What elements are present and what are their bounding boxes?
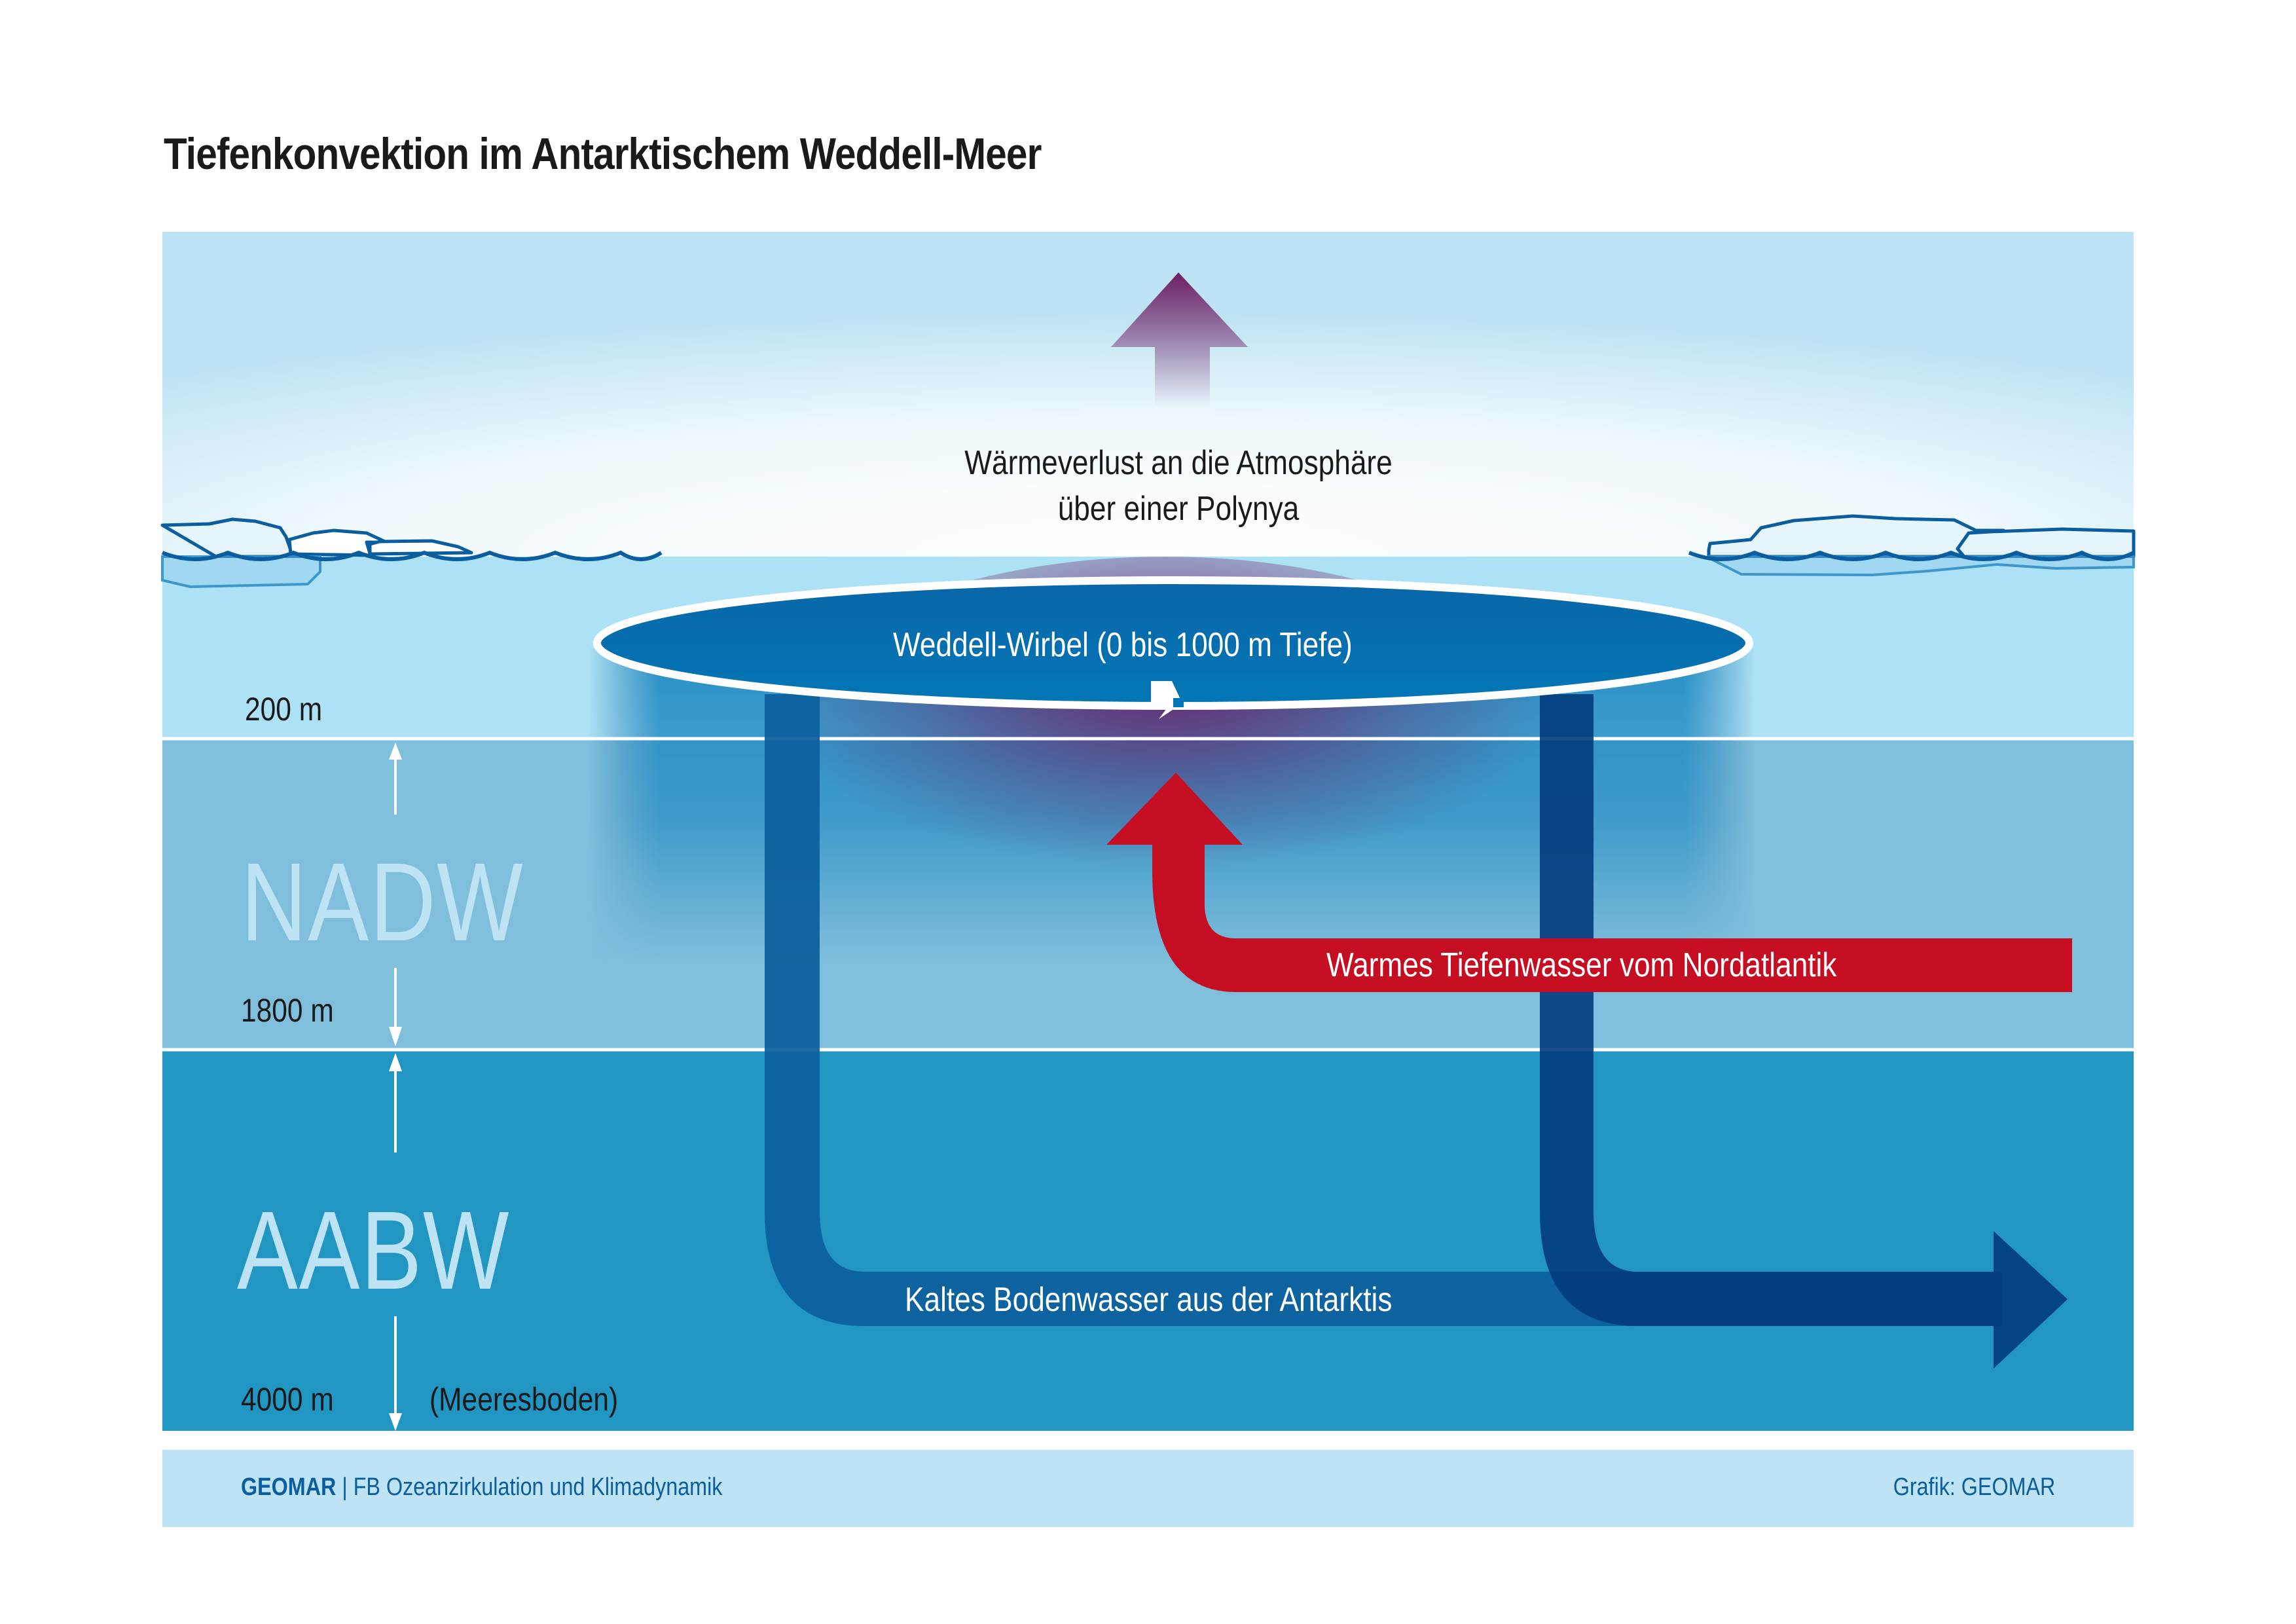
footer-separator: | <box>342 1473 348 1501</box>
aabw-label: AABW <box>237 1189 511 1313</box>
heat-loss-line2: über einer Polynya <box>1057 490 1300 528</box>
depth-arrows <box>389 743 402 1431</box>
weddell-gyre-label: Weddell-Wirbel (0 bis 1000 m Tiefe) <box>893 626 1353 664</box>
footer-institution: GEOMAR | FB Ozeanzirkulation und Klimady… <box>241 1473 722 1502</box>
ice-underwater-left <box>161 555 321 589</box>
nadw-label: NADW <box>241 840 524 965</box>
warm-water-label: Warmes Tiefenwasser vom Nordatlantik <box>1326 946 1837 984</box>
ice-floes-left <box>160 517 473 559</box>
heat-loss-label: Wärmeverlust an die Atmosphäre über eine… <box>900 440 1457 532</box>
gyre-direction-arrow-icon <box>1151 681 1182 719</box>
ice-floes-right <box>1707 514 2136 559</box>
cold-water-label: Kaltes Bodenwasser aus der Antarktis <box>905 1281 1393 1319</box>
warm-deep-water-arrow <box>1106 773 2072 992</box>
page-title: Tiefenkonvektion im Antarktischem Weddel… <box>164 129 1042 179</box>
sea-surface-waves <box>161 550 2135 561</box>
ice-underwater-right <box>1707 555 2135 577</box>
seafloor-label: (Meeresboden) <box>429 1381 619 1418</box>
footer: GEOMAR | FB Ozeanzirkulation und Klimady… <box>162 1450 2134 1527</box>
aabw-layer <box>162 1050 2134 1431</box>
footer-credit: Grafik: GEOMAR <box>1893 1473 2055 1501</box>
footer-org: GEOMAR <box>241 1473 337 1501</box>
depth-label-200m: 200 m <box>245 691 323 728</box>
heat-loss-line1: Wärmeverlust an die Atmosphäre <box>964 444 1393 482</box>
heat-loss-arrow-icon <box>1111 272 1248 406</box>
depth-label-1800m: 1800 m <box>241 992 334 1029</box>
depth-label-4000m: 4000 m <box>241 1381 334 1418</box>
cold-bottom-water-arrow <box>765 694 2068 1369</box>
footer-department: FB Ozeanzirkulation und Klimadynamik <box>353 1473 723 1501</box>
sky-background <box>162 232 2134 557</box>
